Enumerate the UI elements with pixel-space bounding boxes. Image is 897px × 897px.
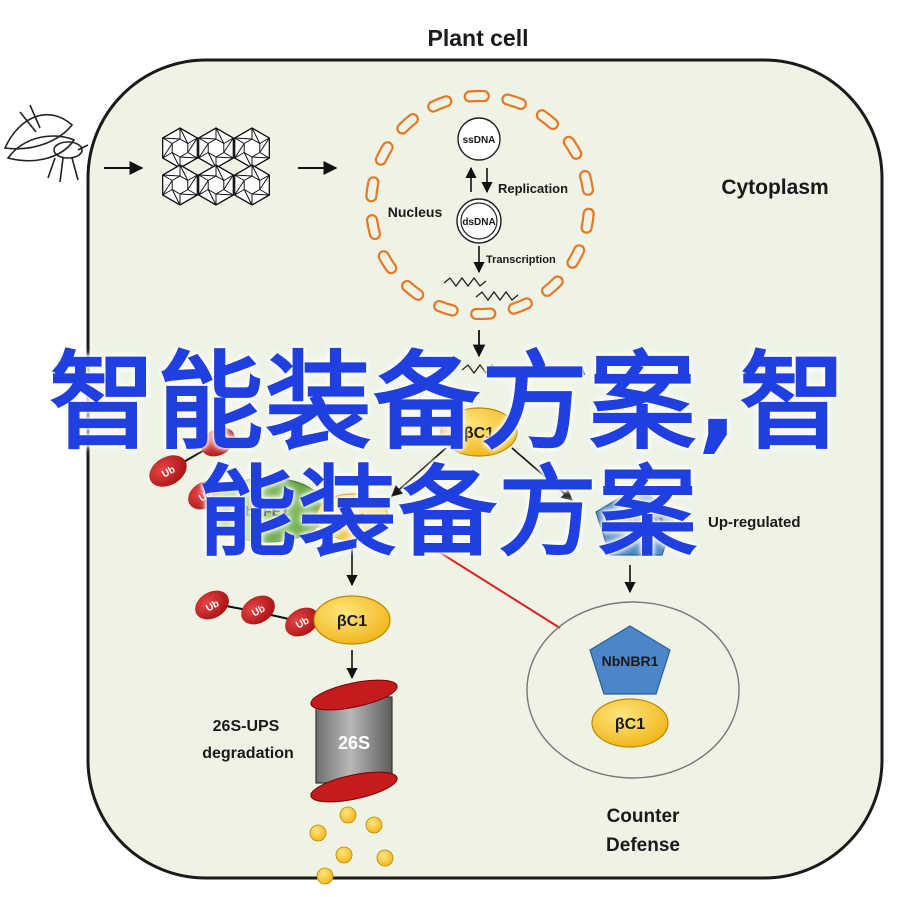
nuclear-pore-segment [501, 93, 527, 110]
peptide-fragment [335, 846, 353, 864]
nuclear-pore-segment [396, 113, 419, 135]
ups-label-line2: degradation [202, 745, 294, 762]
ssdna-label: ssDNA [463, 135, 496, 146]
peptide-fragment [365, 816, 383, 834]
peptide-fragment [376, 849, 394, 867]
bc1-protein-ubiquitinated [313, 595, 391, 645]
nucleus-label: Nucleus [388, 204, 443, 220]
ub-bead [241, 595, 275, 625]
dsdna-circle: dsDNA [456, 198, 502, 244]
virion-icon [162, 164, 198, 206]
cell-wall [86, 58, 884, 880]
bc1-protein-bound [591, 698, 669, 748]
nuclear-pore-segment [579, 169, 594, 196]
dsdna-label: dsDNA [462, 217, 495, 228]
nucleus-envelope [365, 89, 595, 321]
ub-chain-lower: Ub Ub Ub [195, 590, 319, 637]
ups-label-line1: 26S-UPS [213, 718, 280, 735]
inhibition-line [419, 539, 561, 629]
nuclear-pore-segment [401, 279, 425, 301]
mrna-label: βC1 mRNA [523, 364, 586, 378]
nuclear-pore-segment [433, 299, 459, 317]
virion-icon [162, 127, 198, 169]
nuclear-pore-segment [366, 214, 381, 241]
bc1-protein-complex [315, 493, 389, 541]
nuclear-pore-segment [377, 250, 398, 275]
nuclear-pore-segment [463, 89, 490, 103]
nuclear-pore-segment [374, 141, 394, 166]
bc1-label-top: βC1 [464, 425, 494, 442]
upregulated-label: Up-regulated [708, 514, 801, 531]
nuclear-pore-segment [507, 297, 533, 315]
peptide-fragment [339, 806, 357, 824]
cytoplasm-mrna-squiggle [461, 363, 505, 375]
nuclear-pore-segment [541, 275, 564, 297]
nuclear-pore-segment [566, 244, 586, 269]
nbnbr1-protein-upper [595, 487, 677, 556]
proteasome-label: 26S [338, 733, 370, 753]
replication-label: Replication [498, 181, 568, 196]
nuclear-pore-segment [365, 176, 380, 203]
counter-defense-zone [526, 601, 740, 779]
degradation-fragments [309, 806, 394, 885]
ub-bead [201, 427, 235, 457]
virion-icon [198, 164, 234, 206]
virion-icon [234, 127, 270, 169]
nuclear-pore-segment [427, 95, 453, 113]
diagram-title: Plant cell [428, 25, 529, 51]
nbefe1-label: NbEFE1 [235, 503, 289, 519]
ssdna-circle: ssDNA [457, 117, 501, 161]
ub-bead [195, 590, 229, 620]
proteasome-26s: 26S [310, 679, 398, 803]
nbnbr1-label-lower: NbNBR1 [602, 653, 659, 669]
nbnbr1-label-upper: NbNBR1 [609, 514, 666, 530]
virion-icon [234, 164, 270, 206]
nuclear-pore-segment [535, 109, 559, 131]
arrow-to-complex [391, 447, 447, 497]
nuclear-pore-segment [580, 207, 595, 234]
bc1-label-ubiquitinated: βC1 [337, 613, 367, 630]
whitefly-icon [3, 104, 89, 183]
nbnbr1-protein-lower [589, 625, 671, 695]
bc1-label-complex: βC1 [338, 510, 366, 527]
bc1-label-bound: βC1 [615, 716, 645, 733]
peptide-fragment [316, 867, 334, 885]
cytoplasm-label: Cytoplasm [721, 176, 828, 199]
mrna-squiggle-1 [443, 276, 487, 288]
counter-label-line2: Defense [606, 835, 680, 856]
mrna-squiggle-2 [475, 290, 519, 302]
ub-bead [149, 455, 187, 487]
arrow-to-nbnbr1 [511, 447, 573, 501]
nuclear-pore-segment [562, 135, 583, 160]
peptide-fragment [309, 824, 327, 842]
counter-label-line1: Counter [607, 806, 680, 827]
bc1-protein-top [440, 407, 518, 457]
nuclear-pore-segment [470, 307, 497, 321]
geminivirus-particles [162, 127, 270, 206]
transcription-label: Transcription [486, 254, 556, 266]
ub-bead [285, 607, 319, 637]
